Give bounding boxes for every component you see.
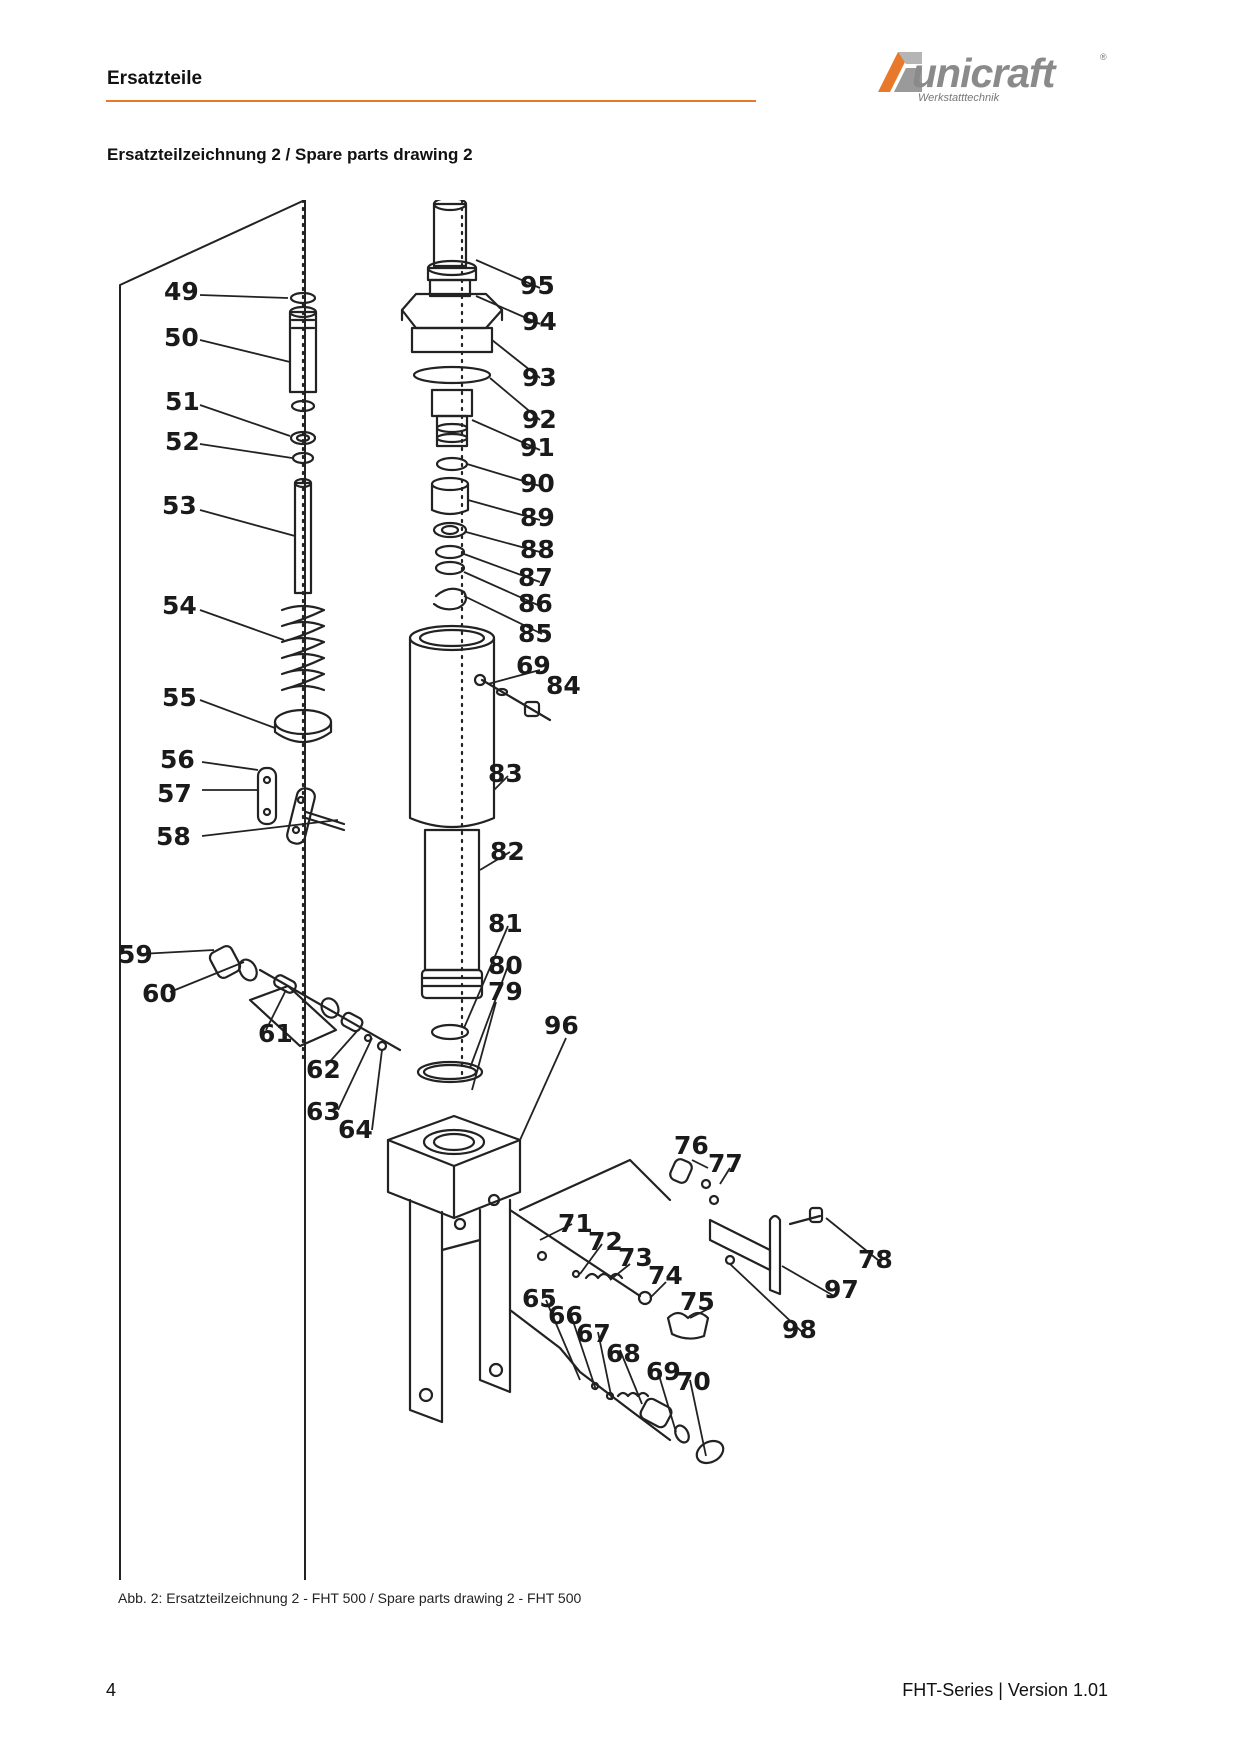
logo-subtitle: Werkstatttechnik bbox=[918, 92, 1000, 104]
part-number-label: 77 bbox=[708, 1149, 743, 1178]
part-number-label: 64 bbox=[338, 1115, 373, 1144]
page-number: 4 bbox=[106, 1680, 117, 1700]
part-number-label: 95 bbox=[520, 271, 555, 300]
part-number-label: 91 bbox=[520, 433, 555, 462]
part-number-label: 69 bbox=[646, 1357, 681, 1386]
part-number-label: 85 bbox=[518, 619, 553, 648]
part-number-label: 68 bbox=[606, 1339, 641, 1368]
part-number-label: 60 bbox=[142, 979, 177, 1008]
header-title: Ersatzteile bbox=[107, 68, 203, 89]
part-number-label: 75 bbox=[680, 1287, 715, 1316]
logo: unicraft ® Werkstatttechnik bbox=[876, 44, 1116, 106]
logo-word: unicraft bbox=[912, 50, 1055, 96]
part-number-label: 71 bbox=[558, 1209, 593, 1238]
part-number-label: 89 bbox=[520, 503, 555, 532]
part-number-label: 59 bbox=[118, 940, 153, 969]
part-number-label: 72 bbox=[588, 1227, 623, 1256]
part-number-label: 53 bbox=[162, 491, 197, 520]
part-number-label: 58 bbox=[156, 822, 191, 851]
part-number-label: 83 bbox=[488, 759, 523, 788]
part-number-label: 73 bbox=[618, 1243, 653, 1272]
part-number-label: 94 bbox=[522, 307, 557, 336]
part-number-label: 93 bbox=[522, 363, 557, 392]
part-number-label: 87 bbox=[518, 563, 553, 592]
part-number-label: 67 bbox=[576, 1319, 611, 1348]
part-number-label: 63 bbox=[306, 1097, 341, 1126]
part-number-label: 79 bbox=[488, 977, 523, 1006]
document-version: FHT-Series | Version 1.01 bbox=[902, 1680, 1108, 1700]
part-number-label: 49 bbox=[164, 277, 199, 306]
part-number-label: 56 bbox=[160, 745, 195, 774]
part-number-label: 74 bbox=[648, 1261, 683, 1290]
part-number-label: 66 bbox=[548, 1301, 583, 1330]
header-rule bbox=[106, 100, 756, 102]
section-title: Ersatzteilzeichnung 2 / Spare parts draw… bbox=[107, 145, 473, 164]
part-number-label: 62 bbox=[306, 1055, 341, 1084]
part-number-label: 57 bbox=[157, 779, 192, 808]
part-number-label: 97 bbox=[824, 1275, 859, 1304]
part-number-label: 98 bbox=[782, 1315, 817, 1344]
part-number-label: 92 bbox=[522, 405, 557, 434]
part-number-label: 54 bbox=[162, 591, 197, 620]
part-number-label: 86 bbox=[518, 589, 553, 618]
figure-caption: Abb. 2: Ersatzteilzeichnung 2 - FHT 500 … bbox=[118, 1590, 582, 1606]
part-number-label: 80 bbox=[488, 951, 523, 980]
part-number-label: 50 bbox=[164, 323, 199, 352]
part-number-label: 70 bbox=[676, 1367, 711, 1396]
part-number-label: 52 bbox=[165, 427, 200, 456]
part-number-label: 88 bbox=[520, 535, 555, 564]
part-number-label: 82 bbox=[490, 837, 525, 866]
logo-mark-icon bbox=[878, 52, 922, 92]
part-number-label: 65 bbox=[522, 1284, 557, 1313]
part-number-label: 81 bbox=[488, 909, 523, 938]
part-number-label: 51 bbox=[165, 387, 200, 416]
part-number-label: 84 bbox=[546, 671, 581, 700]
part-number-label: 55 bbox=[162, 683, 197, 712]
part-number-label: 61 bbox=[258, 1019, 293, 1048]
part-number-label: 69 bbox=[516, 651, 551, 680]
logo-registered: ® bbox=[1100, 52, 1107, 62]
part-number-label: 76 bbox=[674, 1131, 709, 1160]
part-number-label: 96 bbox=[544, 1011, 579, 1040]
part-number-label: 78 bbox=[858, 1245, 893, 1274]
part-number-label: 90 bbox=[520, 469, 555, 498]
